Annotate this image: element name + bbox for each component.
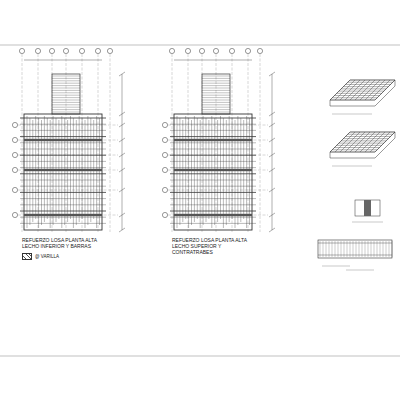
- slab-plan: [162, 48, 275, 232]
- legend-entry: @ VARILLA: [22, 253, 59, 260]
- slab-plan: [12, 48, 125, 232]
- sheet-border: [0, 45, 400, 46]
- legend-text: @ VARILLA: [35, 254, 59, 260]
- drawing-caption: REFUERZO LOSA PLANTA ALTA LECHO SUPERIOR…: [172, 237, 252, 255]
- sheet-border: [0, 356, 400, 357]
- rebar-detail: [330, 132, 395, 166]
- rebar-detail: [330, 80, 395, 114]
- drawing-caption: REFUERZO LOSA PLANTA ALTA LECHO INFERIOR…: [22, 237, 102, 249]
- section-detail: [318, 200, 392, 270]
- legend-swatch: [22, 253, 32, 260]
